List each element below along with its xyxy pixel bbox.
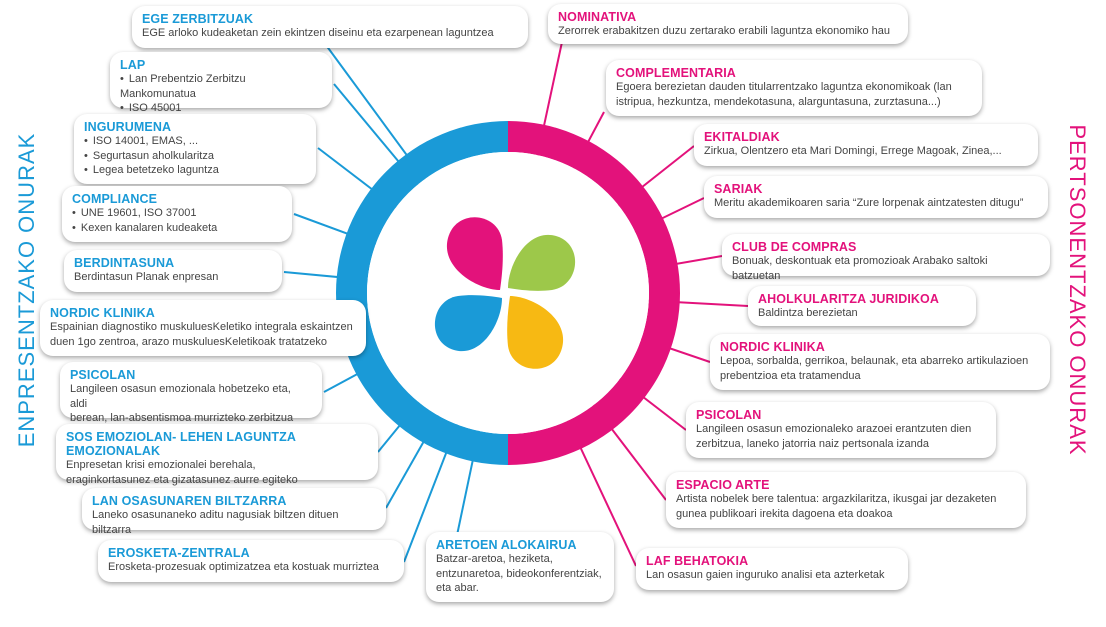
card-text: Zirkua, Olentzero eta Mari Domingi, Erre… (704, 145, 1002, 157)
logo-petal-magenta (446, 217, 503, 290)
card-aholkularitza-juridikoa[interactable]: AHOLKULARITZA JURIDIKOA Baldintza berezi… (748, 286, 976, 326)
card-line: gunea publikoari irekita dagoena eta doa… (676, 507, 893, 520)
logo-petal-green (508, 234, 576, 291)
card-title: AHOLKULARITZA JURIDIKOA (758, 292, 939, 306)
card-text: EGE arloko kudeaketan zein ekintzen dise… (142, 27, 494, 39)
card-title: ARETOEN ALOKAIRUA (436, 538, 577, 552)
card-text: Espainian diagnostiko muskuluesKeletiko … (50, 320, 354, 349)
card-text: ISO 14001, EMAS, ... Segurtasun aholkula… (84, 134, 304, 178)
card-title: NORDIC KLINIKA (720, 340, 825, 354)
logo-icon (434, 217, 576, 369)
card-title: EROSKETA-ZENTRALA (108, 546, 250, 560)
card-line: berean, lan-absentismoa murrizteko zerbi… (70, 412, 294, 424)
card-title: SARIAK (714, 182, 763, 196)
card-title: CLUB DE COMPRAS (732, 240, 857, 254)
logo-petal-blue (434, 295, 502, 352)
card-text: Lepoa, sorbalda, gerrikoa, belaunak, eta… (720, 354, 1038, 383)
card-text: Baldintza berezietan (758, 307, 858, 319)
card-title: PSICOLAN (696, 408, 762, 422)
card-title: COMPLIANCE (72, 192, 158, 206)
card-nordic-klinika-people[interactable]: NORDIC KLINIKA Lepoa, sorbalda, gerrikoa… (710, 334, 1050, 390)
ring-left-half (336, 121, 508, 465)
card-title: LaF BEHATOKIA (646, 554, 749, 568)
card-text: Lan Prebentzio Zerbitzu Mankomunatua ISO… (120, 72, 320, 116)
card-text: Enpresetan krisi emozionalei berehala, e… (66, 458, 366, 487)
card-text: Langileen osasun emozionaleko arazoei er… (696, 422, 984, 451)
card-line: duen 1go zentroa, arazo muskuluesKeletik… (50, 335, 327, 348)
card-nominativa[interactable]: NOMINATIVA Zerorrek erabakitzen duzu zer… (548, 4, 908, 44)
card-text: Langileen osasun emozionala hobetzeko et… (70, 382, 310, 426)
card-berdintasuna[interactable]: BERDINTASUNA Berdintasun Planak enpresan (64, 250, 282, 292)
card-line: prebentzioa eta tratamendua (720, 369, 861, 382)
card-bullet: Kexen kanalaren kudeaketa (72, 221, 280, 236)
card-text: Egoera berezietan dauden titularrentzako… (616, 80, 970, 109)
card-sariak[interactable]: SARIAK Meritu akademikoaren saria “Zure … (704, 176, 1048, 218)
card-title: PSICOLAN (70, 368, 136, 382)
card-ege-zerbitzuak[interactable]: EGE ZERBITZUAK EGE arloko kudeaketan zei… (132, 6, 528, 48)
card-line: Espainian diagnostiko muskuluesKeletiko … (50, 321, 353, 333)
card-complementaria[interactable]: COMPLEMENTARIA Egoera berezietan dauden … (606, 60, 982, 116)
card-title: LAP (120, 58, 146, 72)
card-aretoen-alokairua[interactable]: ARETOEN ALOKAIRUA Batzar-aretoa, heziket… (426, 532, 614, 602)
card-lap[interactable]: LAP Lan Prebentzio Zerbitzu Mankomunatua… (110, 52, 332, 114)
card-sos-emoziolan[interactable]: SOS EMOZIOLAN- Lehen laguntza emozionala… (56, 424, 378, 486)
card-title: INGURUMENA (84, 120, 172, 134)
card-title: EGE ZERBITZUAK (142, 12, 254, 26)
card-line: Batzar-aretoa, heziketa, (436, 553, 553, 565)
card-line: Egoera berezietan dauden titularrentzako… (616, 81, 952, 93)
card-title: ESPACIO ARTE (676, 478, 770, 492)
card-nordic-klinika-company[interactable]: NORDIC KLINIKA Espainian diagnostiko mus… (40, 300, 366, 356)
card-bullet: Segurtasun aholkularitza (84, 149, 304, 164)
people-benefits-label: PERTSONENTZAKO ONURAK (1065, 124, 1090, 456)
card-line: Enpresetan krisi emozionalei berehala, (66, 459, 256, 471)
companies-benefits-label: ENPRESENTZAKO ONURAK (14, 132, 39, 448)
card-erosketa-zentrala[interactable]: EROSKETA-ZENTRALA Erosketa-prozesuak opt… (98, 540, 404, 582)
card-line: Langileen osasun emozionala hobetzeko et… (70, 383, 291, 410)
card-bullet: ISO 45001 (120, 101, 320, 116)
card-line: zerbitzua, laneko jatorria naiz pertsona… (696, 437, 929, 450)
card-ingurumena[interactable]: INGURUMENA ISO 14001, EMAS, ... Segurtas… (74, 114, 316, 184)
card-title: COMPLEMENTARIA (616, 66, 736, 80)
ring-right-half (508, 121, 680, 465)
card-laf-behatokia[interactable]: LaF BEHATOKIA Lan osasun gaien inguruko … (636, 548, 908, 590)
card-text: Bonuak, deskontuak eta promozioak Arabak… (732, 255, 988, 282)
card-title: EKITALDIAK (704, 130, 780, 144)
card-bullet: UNE 19601, ISO 37001 (72, 206, 280, 221)
card-line: eta abar. (436, 582, 479, 594)
card-line: Langileen osasun emozionaleko arazoei er… (696, 423, 972, 435)
card-text: UNE 19601, ISO 37001 Kexen kanalaren kud… (72, 206, 280, 235)
card-line: entzunaretoa, bideokonferentziak, (436, 567, 602, 580)
card-text: Meritu akademikoaren saria “Zure lorpena… (714, 197, 1024, 209)
card-text: Berdintasun Planak enpresan (74, 271, 219, 283)
card-text: Laneko osasunaneko aditu nagusiak biltze… (92, 509, 339, 536)
card-psicolan-company[interactable]: PSICOLAN Langileen osasun emozionala hob… (60, 362, 322, 424)
card-title: BERDINTASUNA (74, 256, 175, 270)
card-line: Artista nobelek bere talentua: argazkila… (676, 493, 997, 505)
logo-petal-yellow (507, 296, 564, 369)
card-psicolan-people[interactable]: PSICOLAN Langileen osasun emozionaleko a… (686, 402, 996, 458)
card-bullet: Legea betetzeko laguntza (84, 163, 304, 178)
card-bullet: Lan Prebentzio Zerbitzu Mankomunatua (120, 72, 320, 101)
card-title: NORDIC KLINIKA (50, 306, 155, 320)
card-text: Artista nobelek bere talentua: argazkila… (676, 492, 1014, 521)
card-text: Zerorrek erabakitzen duzu zertarako erab… (558, 25, 891, 37)
card-lan-osasunaren-biltzarra[interactable]: LAN OSASUNAREN BILTZARRA Laneko osasunan… (82, 488, 386, 536)
card-text: Erosketa-prozesuak optimizatzea eta kost… (108, 561, 379, 573)
card-club-de-compras[interactable]: CLUB DE COMPRAS Bonuak, deskontuak eta p… (722, 234, 1050, 282)
card-line: Lepoa, sorbalda, gerrikoa, belaunak, eta… (720, 355, 1029, 367)
card-text: Lan osasun gaien inguruko analisi eta az… (646, 569, 885, 581)
card-title: NOMINATIVA (558, 10, 637, 24)
card-line: istripua, hezkuntza, mendekotasuna, alar… (616, 95, 941, 108)
card-line: eraginkortasunez eta gizatasunez aurre e… (66, 473, 298, 486)
card-compliance[interactable]: COMPLIANCE UNE 19601, ISO 37001 Kexen ka… (62, 186, 292, 242)
card-title: SOS EMOZIOLAN- Lehen laguntza emozionala… (66, 430, 296, 458)
card-title: LAN OSASUNAREN BILTZARRA (92, 494, 287, 508)
card-bullet: ISO 14001, EMAS, ... (84, 134, 304, 149)
card-text: Batzar-aretoa, heziketa, entzunaretoa, b… (436, 552, 602, 596)
card-ekitaldiak[interactable]: EKITALDIAK Zirkua, Olentzero eta Mari Do… (694, 124, 1038, 166)
card-espacio-arte[interactable]: ESPACIO ARTE Artista nobelek bere talent… (666, 472, 1026, 528)
